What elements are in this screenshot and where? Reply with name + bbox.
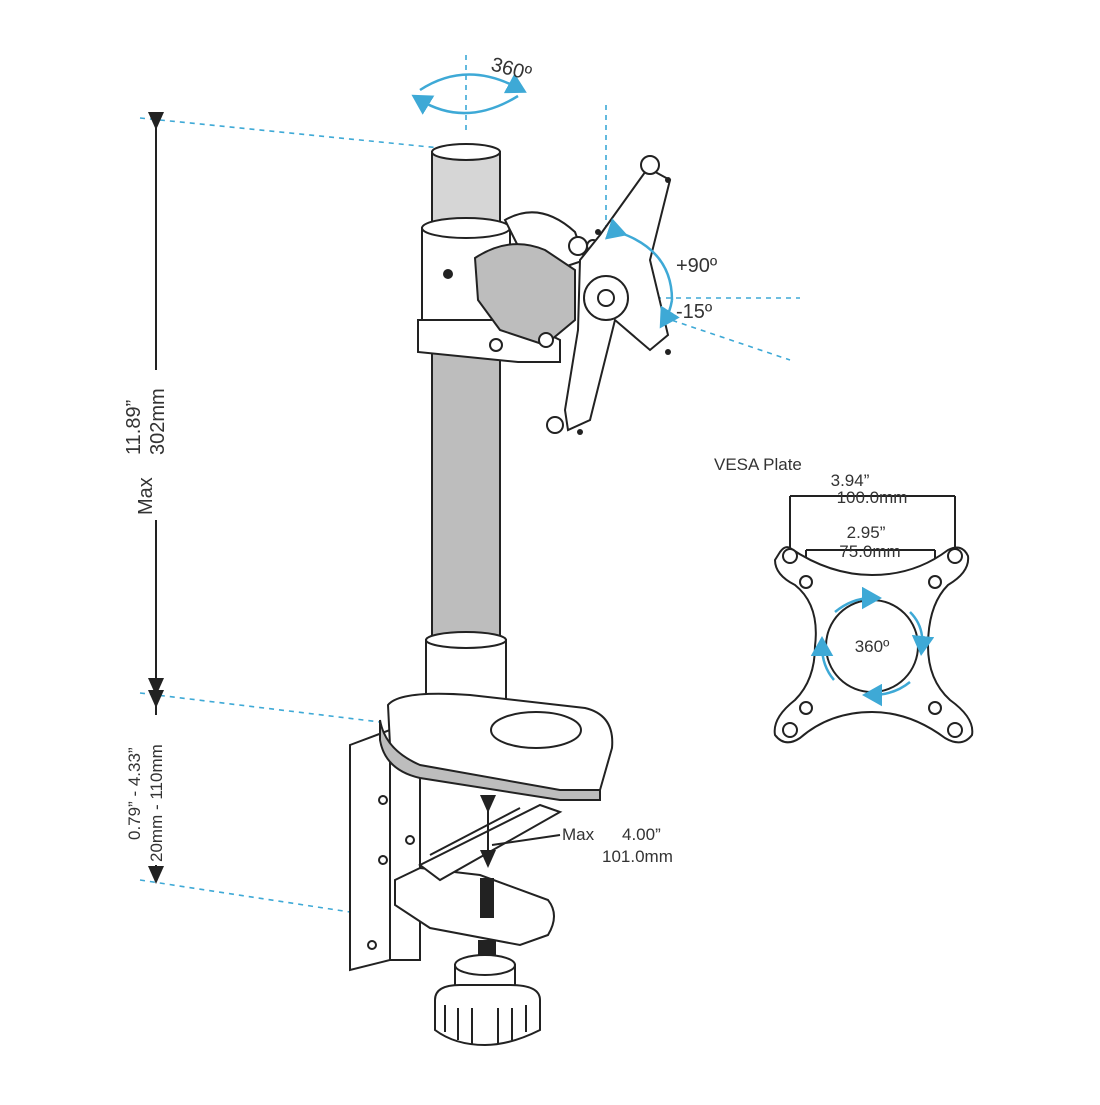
vesa-plate-title: VESA Plate bbox=[714, 455, 802, 474]
vesa-inner-mm-label: 75.0mm bbox=[839, 542, 900, 561]
pole-rotation-label: 360º bbox=[489, 54, 535, 86]
vesa-plate-detail: VESA Plate 3.94” 100.0mm 2.95” 75.0mm 36… bbox=[714, 455, 974, 744]
mount-vesa-plate bbox=[546, 155, 672, 435]
height-dimension: Max 11.89” 302mm bbox=[123, 112, 172, 696]
clamp-depth-dimension: Max 4.00” 101.0mm bbox=[562, 825, 673, 866]
height-mm-label: 302mm bbox=[147, 388, 169, 455]
vesa-inner-inches-label: 2.95” bbox=[847, 523, 886, 542]
clamp-range-inches-label: 0.79” - 4.33” bbox=[125, 747, 144, 840]
pole-rotation-indicator: 360º bbox=[411, 54, 535, 115]
tilt-head bbox=[417, 211, 600, 363]
tilt-up-label: +90º bbox=[676, 255, 718, 277]
tilt-down-label: -15º bbox=[676, 301, 713, 323]
height-inches-label: 11.89” bbox=[123, 400, 145, 455]
desk-clamp bbox=[349, 692, 614, 1047]
tilt-indicator: +90º -15º bbox=[604, 218, 718, 329]
height-max-label: Max bbox=[135, 477, 157, 515]
clamp-range-mm-label: 20mm - 110mm bbox=[147, 744, 166, 862]
clamp-range-dimension: 0.79” - 4.33” 20mm - 110mm bbox=[125, 690, 176, 884]
vesa-rotation-label: 360º bbox=[855, 637, 890, 656]
clamp-depth-mm-label: 101.0mm bbox=[602, 847, 673, 866]
clamp-depth-inches-label: 4.00” bbox=[622, 825, 661, 844]
vesa-outer-mm-label: 100.0mm bbox=[837, 488, 908, 507]
vesa-outer-inches-label: 3.94” bbox=[831, 471, 870, 490]
clamp-depth-max-label: Max bbox=[562, 825, 595, 844]
